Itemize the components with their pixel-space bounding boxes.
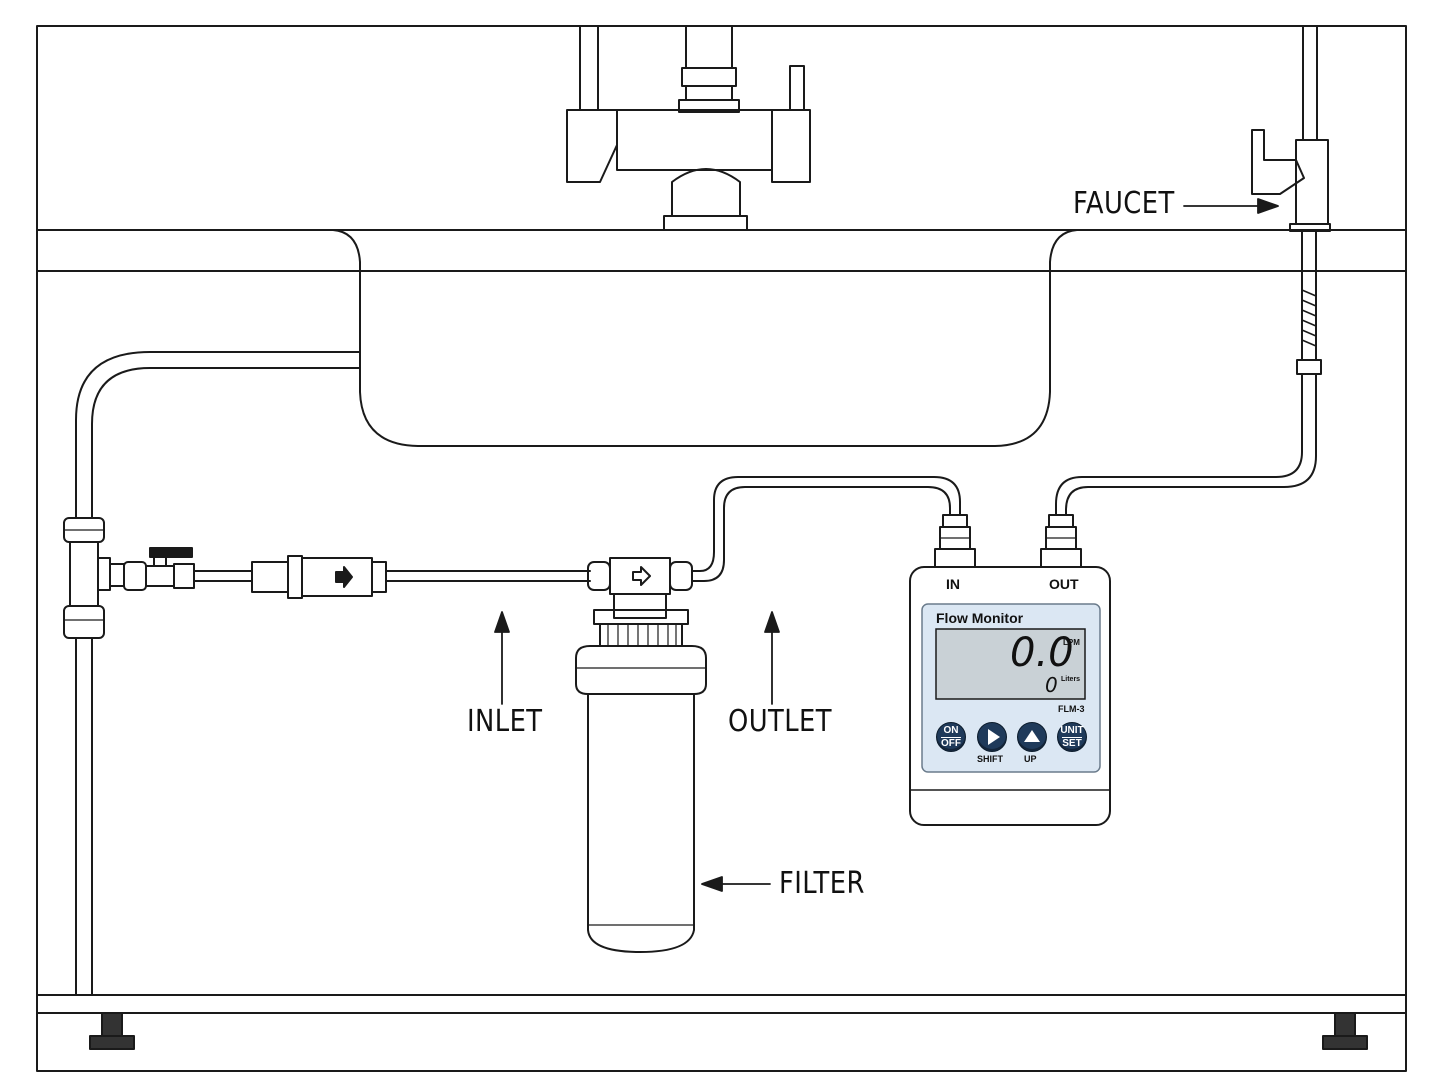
shift-button-label: SHIFT [977,754,1003,764]
supply-pipe [75,351,361,996]
cabinet-outline [36,25,1407,1072]
outlet-tube [691,476,961,582]
check-valve-icon [251,555,387,599]
flow-rate-value: 0.0 [1010,630,1074,676]
inlet-label: INLET [467,704,543,739]
monitor-out-fitting [1040,514,1082,568]
shift-button[interactable] [977,722,1007,752]
monitor-title: Flow Monitor [936,610,1024,626]
up-button-label: UP [1024,754,1037,764]
leveling-foot-icon [89,1012,135,1050]
faucet-label: FAUCET [1073,186,1175,221]
total-volume-unit: Liters [1061,676,1081,683]
monitor-port-in-label: IN [946,576,960,592]
flow-monitor-body [909,566,1111,826]
kitchen-faucet-icon [566,25,811,231]
drinking-faucet-icon [1251,25,1331,375]
filter-label: FILTER [779,866,865,901]
leveling-foot-icon [1322,1012,1368,1050]
unit-set-top-text: UNIT [1060,724,1084,736]
model-label: FLM-3 [1058,704,1085,714]
monitor-in-fitting [934,514,976,568]
on-off-bottom-text: OFF [941,736,961,749]
filter-housing-icon [575,557,707,953]
monitor-port-out-label: OUT [1049,576,1079,592]
up-button[interactable] [1017,722,1047,752]
unit-set-bottom-text: SET [1062,736,1082,749]
total-volume-value: 0 [1045,673,1058,697]
on-off-top-text: ON [943,724,959,736]
unit-set-button[interactable]: UNIT SET [1057,722,1087,752]
up-arrow-icon [1024,730,1040,742]
outlet-label: OUTLET [728,704,832,739]
tee-fitting-icon [63,517,111,639]
play-icon [987,729,1000,745]
monitor-screen [935,628,1086,700]
faucet-tube [1055,373,1317,516]
sink-basin [332,229,1078,447]
flow-rate-unit: LPM [1063,638,1080,647]
on-off-button[interactable]: ON OFF [936,722,966,752]
ball-valve-icon [109,547,195,591]
callout-arrows [494,198,1279,892]
